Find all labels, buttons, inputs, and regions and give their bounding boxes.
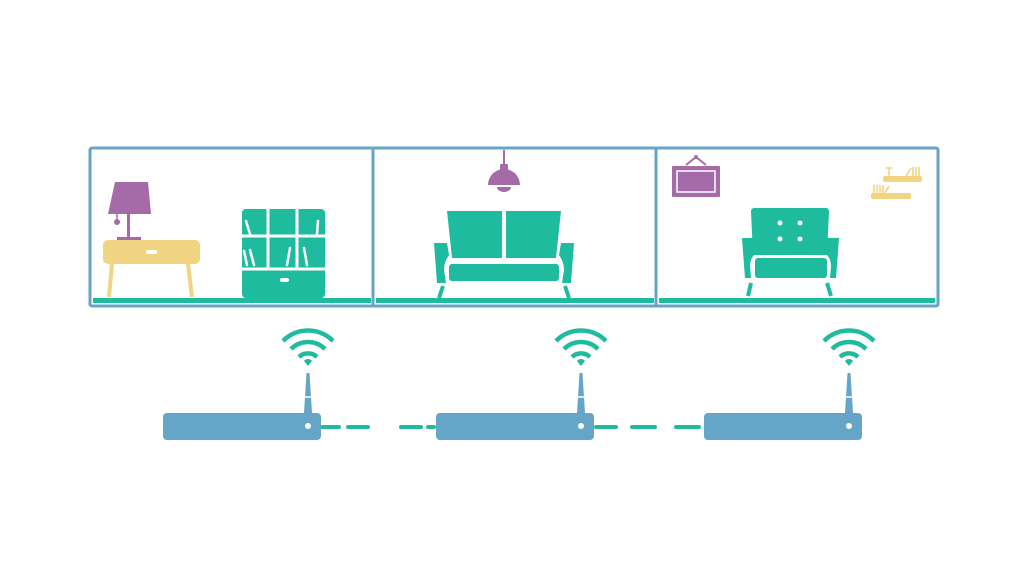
side-table-icon <box>103 240 200 298</box>
floor-room-1 <box>93 298 371 303</box>
wifi-icon <box>822 328 876 359</box>
wall-shelves-icon <box>871 167 922 199</box>
armchair-icon <box>742 208 839 297</box>
wifi-icon <box>554 328 608 359</box>
floor-room-2 <box>376 298 654 303</box>
router-body <box>704 413 862 440</box>
router-led <box>305 423 311 429</box>
room-3 <box>672 155 922 297</box>
antenna-icon <box>577 373 585 413</box>
router-1 <box>163 328 335 440</box>
antenna-icon <box>845 373 853 413</box>
room-2 <box>434 150 574 299</box>
floor-room-3 <box>659 298 935 303</box>
router-led <box>846 423 852 429</box>
router-body <box>436 413 594 440</box>
picture-frame-icon <box>672 155 720 197</box>
router-body <box>163 413 321 440</box>
room-1 <box>103 182 325 298</box>
router-3 <box>704 328 876 440</box>
sofa-icon <box>434 211 574 299</box>
pendant-lamp-icon <box>488 150 520 192</box>
house-frame <box>88 146 940 308</box>
router-2 <box>436 328 608 440</box>
wifi-icon <box>281 328 335 359</box>
antenna-icon <box>304 373 312 413</box>
table-lamp-icon <box>108 182 151 240</box>
bookcase-icon <box>242 209 325 298</box>
router-led <box>578 423 584 429</box>
